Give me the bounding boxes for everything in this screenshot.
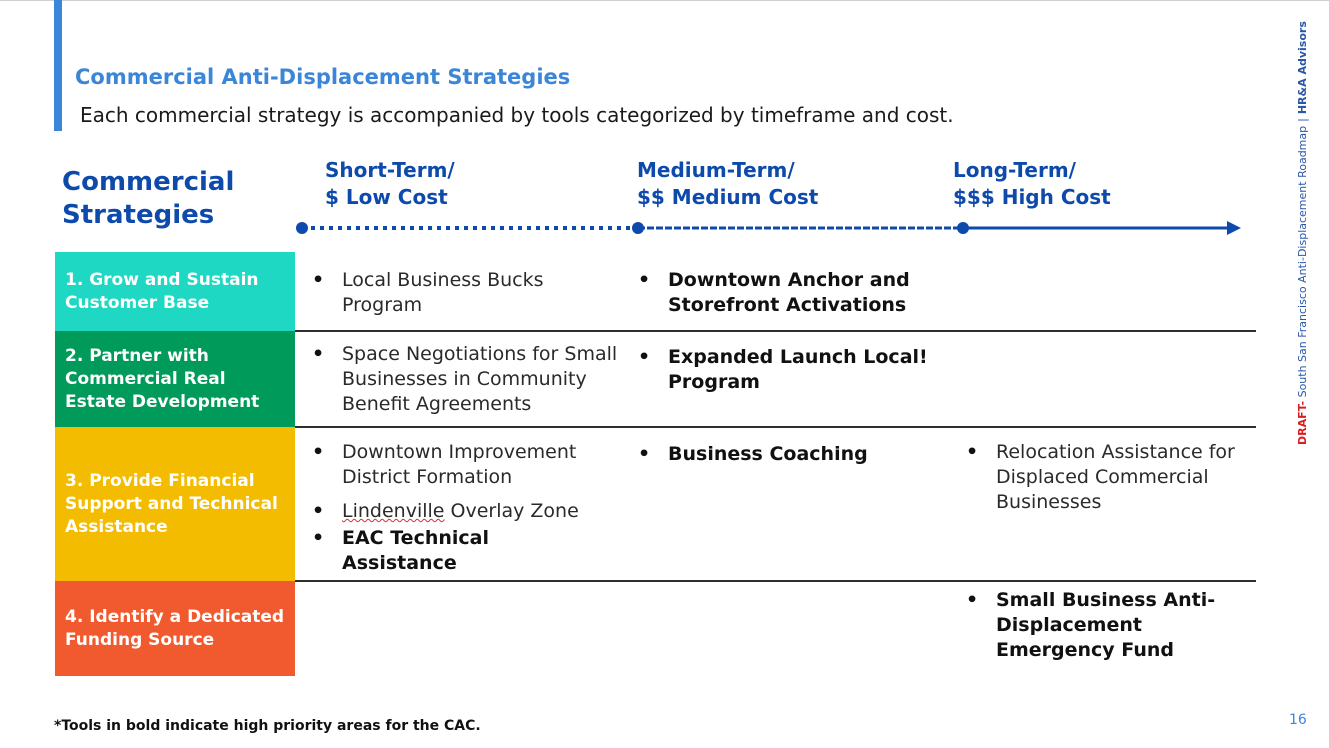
- tool-downtown-anchor: • Downtown Anchor and Storefront Activat…: [638, 268, 938, 318]
- top-border: [0, 0, 1329, 1]
- page-number: 16: [1289, 712, 1307, 728]
- tool-text: Local Business Bucks Program: [342, 269, 544, 316]
- bullet: •: [638, 346, 651, 368]
- timeframe-short: Short-Term/ $ Low Cost: [325, 157, 455, 211]
- timeline-node-long: [957, 222, 969, 234]
- tool-text-rest: Overlay Zone: [444, 500, 579, 522]
- bullet: •: [312, 343, 325, 365]
- tool-emergency-fund: • Small Business Anti-Displacement Emerg…: [966, 588, 1246, 663]
- tool-text: Relocation Assistance for Displaced Comm…: [996, 441, 1235, 513]
- tool-space-negotiations: • Space Negotiations for Small Businesse…: [312, 342, 622, 417]
- separator: |: [1296, 118, 1309, 122]
- timeframe-long-cost: $$$ High Cost: [953, 185, 1111, 209]
- tool-text: EAC Technical Assistance: [342, 527, 489, 574]
- category-1: 1. Grow and Sustain Customer Base: [55, 252, 295, 331]
- title-accent-bar: [54, 0, 62, 131]
- bullet: •: [312, 500, 325, 522]
- tool-relocation-assistance: • Relocation Assistance for Displaced Co…: [966, 440, 1246, 515]
- tool-lindenville-overlay: • Lindenville Overlay Zone: [312, 499, 602, 524]
- tool-local-business-bucks: • Local Business Bucks Program: [312, 268, 572, 318]
- row-divider-2: [295, 426, 1256, 428]
- spellcheck-word: Lindenville: [342, 500, 445, 522]
- draft-label: DRAFT-: [1296, 400, 1309, 445]
- bullet: •: [966, 589, 979, 611]
- tool-text: Space Negotiations for Small Businesses …: [342, 343, 618, 415]
- slide-subtitle: Each commercial strategy is accompanied …: [80, 103, 954, 127]
- slide-title: Commercial Anti-Displacement Strategies: [75, 65, 571, 89]
- bullet: •: [312, 441, 325, 463]
- timeline-arrow: [296, 221, 1241, 235]
- tool-expanded-launch-local: • Expanded Launch Local! Program: [638, 345, 938, 395]
- tool-business-coaching: • Business Coaching: [638, 442, 938, 467]
- strategies-heading-line2: Strategies: [62, 200, 215, 230]
- timeline-node-short: [296, 222, 308, 234]
- tool-downtown-improvement-district: • Downtown Improvement District Formatio…: [312, 440, 602, 490]
- timeframe-medium-label: Medium-Term/: [637, 158, 795, 182]
- bullet: •: [312, 527, 325, 549]
- footnote: *Tools in bold indicate high priority ar…: [54, 718, 481, 734]
- tool-eac-technical-assistance: • EAC Technical Assistance: [312, 526, 542, 576]
- strategies-heading-line1: Commercial: [62, 167, 235, 197]
- timeframe-medium: Medium-Term/ $$ Medium Cost: [637, 157, 818, 211]
- timeframe-short-label: Short-Term/: [325, 158, 455, 182]
- bullet: •: [966, 441, 979, 463]
- category-4: 4. Identify a Dedicated Funding Source: [55, 581, 295, 676]
- bullet: •: [638, 443, 651, 465]
- tool-text: Downtown Improvement District Formation: [342, 441, 577, 488]
- row-divider-3: [295, 580, 1256, 582]
- tool-text: Downtown Anchor and Storefront Activatio…: [668, 269, 910, 316]
- bullet: •: [312, 269, 325, 291]
- document-name: South San Francisco Anti-Displacement Ro…: [1296, 125, 1309, 401]
- category-3: 3. Provide Financial Support and Technic…: [55, 427, 295, 581]
- timeframe-medium-cost: $$ Medium Cost: [637, 185, 819, 209]
- category-2: 2. Partner with Commercial Real Estate D…: [55, 331, 295, 427]
- strategies-heading: Commercial Strategies: [62, 166, 234, 232]
- row-divider-1: [295, 330, 1256, 332]
- timeline-arrowhead: [1227, 221, 1241, 235]
- timeline-node-medium: [632, 222, 644, 234]
- tool-text: Expanded Launch Local! Program: [668, 346, 928, 393]
- tool-text: Business Coaching: [668, 443, 868, 465]
- firm-name: HR&A Advisors: [1296, 21, 1309, 115]
- timeframe-long-label: Long-Term/: [953, 158, 1076, 182]
- timeframe-long: Long-Term/ $$$ High Cost: [953, 157, 1111, 211]
- tool-text: Small Business Anti-Displacement Emergen…: [996, 589, 1216, 661]
- side-footer: DRAFT- South San Francisco Anti-Displace…: [1296, 21, 1310, 445]
- timeframe-short-cost: $ Low Cost: [325, 185, 448, 209]
- tool-text: Lindenville Overlay Zone: [342, 499, 602, 524]
- bullet: •: [638, 269, 651, 291]
